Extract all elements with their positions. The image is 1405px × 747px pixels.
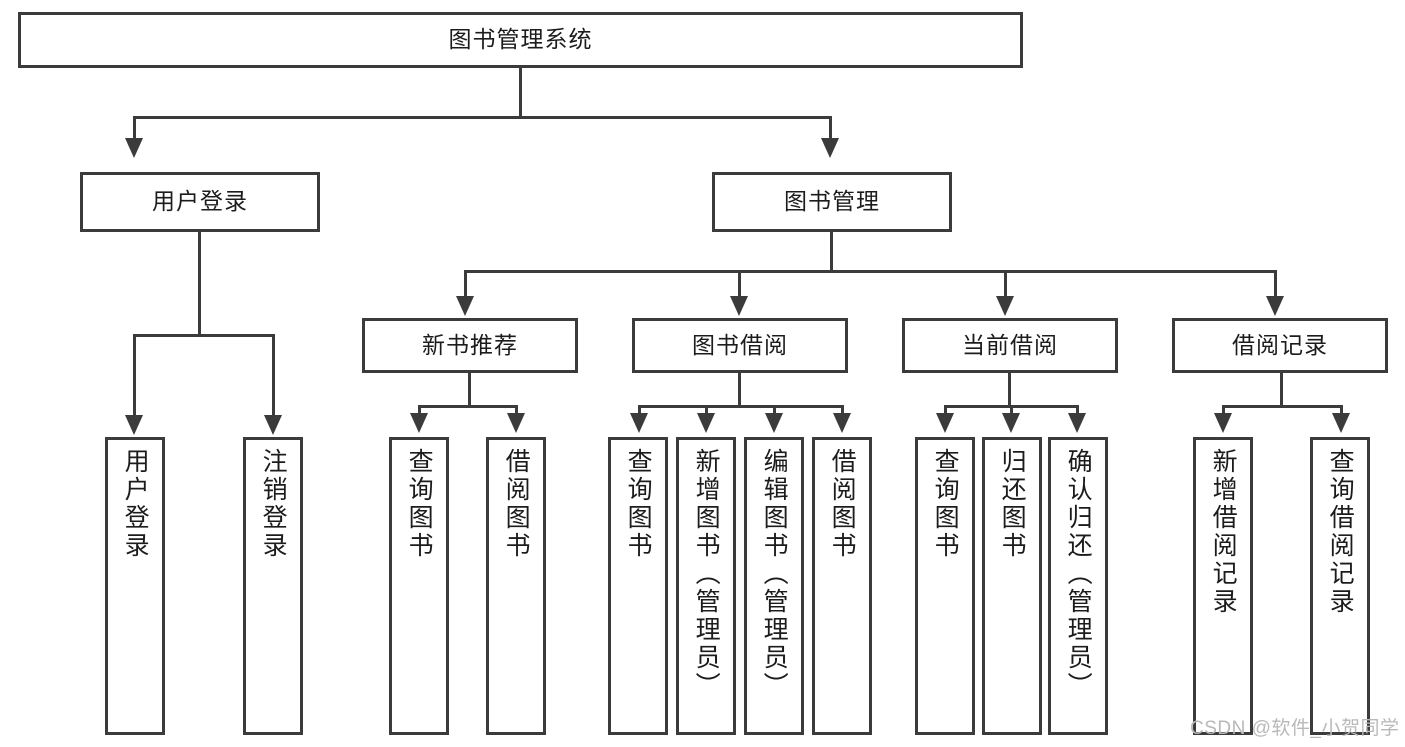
leaf-return-book[interactable]: 归还图书 bbox=[982, 437, 1042, 735]
watermark: CSDN @软件_小贺同学 bbox=[1190, 718, 1400, 739]
arrow-current-borrow-leaf-2 bbox=[1002, 413, 1020, 433]
node-current-borrow[interactable]: 当前借阅 bbox=[902, 318, 1118, 373]
leaf-borrow-book-1[interactable]: 借阅图书 bbox=[486, 437, 546, 735]
leaf-return-book-label: 归还图书 bbox=[998, 448, 1027, 560]
arrow-root-to-user-login bbox=[125, 138, 143, 158]
node-user-login[interactable]: 用户登录 bbox=[80, 172, 320, 232]
arrow-borrow-record-leaf-1 bbox=[1214, 413, 1232, 433]
connector-current-borrow-branch-1 bbox=[944, 405, 947, 415]
leaf-query-book-2[interactable]: 查询图书 bbox=[608, 437, 668, 735]
node-book-manage[interactable]: 图书管理 bbox=[712, 172, 952, 232]
connector-book-borrow-stem bbox=[738, 373, 741, 405]
connector-root-to-book-manage bbox=[829, 116, 832, 140]
connector-book-borrow-bus bbox=[638, 405, 844, 408]
leaf-user-login-label: 用户登录 bbox=[121, 448, 150, 560]
connector-new-book-recommend-bus bbox=[418, 405, 518, 408]
leaf-query-book-3-label: 查询图书 bbox=[931, 448, 960, 560]
leaf-edit-book[interactable]: 编辑图书（管理员） bbox=[744, 437, 804, 735]
leaf-user-login[interactable]: 用户登录 bbox=[105, 437, 165, 735]
connector-new-book-recommend-stem bbox=[468, 373, 471, 405]
leaf-add-book[interactable]: 新增图书（管理员） bbox=[676, 437, 736, 735]
arrow-root-to-book-manage bbox=[821, 138, 839, 158]
arrow-book-borrow-leaf-1 bbox=[630, 413, 648, 433]
leaf-add-record[interactable]: 新增借阅记录 bbox=[1193, 437, 1253, 735]
arrow-book-borrow-leaf-3 bbox=[765, 413, 783, 433]
connector-book-manage-branch-2 bbox=[738, 270, 741, 298]
arrow-book-manage-to-borrow-record bbox=[1266, 296, 1284, 316]
connector-current-borrow-branch-2 bbox=[1010, 405, 1013, 415]
arrow-book-manage-to-book-borrow bbox=[730, 296, 748, 316]
leaf-borrow-book-1-label: 借阅图书 bbox=[502, 448, 531, 560]
node-book-manage-label: 图书管理 bbox=[784, 188, 880, 215]
connector-user-login-branch-1 bbox=[133, 334, 136, 417]
arrow-book-manage-to-current-borrow bbox=[996, 296, 1014, 316]
leaf-query-book-1[interactable]: 查询图书 bbox=[389, 437, 449, 735]
leaf-query-record[interactable]: 查询借阅记录 bbox=[1310, 437, 1370, 735]
arrow-book-manage-to-new-book-recommend bbox=[456, 296, 474, 316]
leaf-query-record-label: 查询借阅记录 bbox=[1326, 448, 1355, 616]
leaf-add-record-label: 新增借阅记录 bbox=[1209, 448, 1238, 616]
node-book-borrow[interactable]: 图书借阅 bbox=[632, 318, 848, 373]
leaf-user-logout[interactable]: 注销登录 bbox=[243, 437, 303, 735]
connector-current-borrow-stem bbox=[1008, 373, 1011, 405]
connector-book-manage-bus bbox=[464, 270, 1277, 273]
leaf-user-logout-label: 注销登录 bbox=[259, 448, 288, 560]
connector-current-borrow-branch-3 bbox=[1076, 405, 1079, 415]
leaf-edit-book-label: 编辑图书（管理员） bbox=[760, 448, 789, 700]
connector-borrow-record-branch-2 bbox=[1340, 405, 1343, 415]
arrow-borrow-record-leaf-2 bbox=[1332, 413, 1350, 433]
connector-book-borrow-branch-3 bbox=[773, 405, 776, 415]
connector-root-stem bbox=[519, 68, 522, 116]
connector-book-manage-stem bbox=[830, 232, 833, 270]
leaf-add-book-label: 新增图书（管理员） bbox=[692, 448, 721, 700]
leaf-confirm-return[interactable]: 确认归还（管理员） bbox=[1048, 437, 1108, 735]
leaf-query-book-2-label: 查询图书 bbox=[624, 448, 653, 560]
arrow-book-borrow-leaf-4 bbox=[833, 413, 851, 433]
node-new-book-recommend-label: 新书推荐 bbox=[422, 331, 518, 358]
node-current-borrow-label: 当前借阅 bbox=[962, 331, 1058, 358]
arrow-user-login-leaf-1 bbox=[125, 415, 143, 435]
arrow-current-borrow-leaf-3 bbox=[1068, 413, 1086, 433]
arrow-user-login-leaf-2 bbox=[264, 415, 282, 435]
connector-borrow-record-branch-1 bbox=[1222, 405, 1225, 415]
connector-root-to-user-login bbox=[133, 116, 136, 140]
leaf-borrow-book-2-label: 借阅图书 bbox=[828, 448, 857, 560]
leaf-query-book-3[interactable]: 查询图书 bbox=[915, 437, 975, 735]
arrow-book-borrow-leaf-2 bbox=[697, 413, 715, 433]
leaf-query-book-1-label: 查询图书 bbox=[405, 448, 434, 560]
connector-book-manage-branch-3 bbox=[1004, 270, 1007, 298]
connector-borrow-record-bus bbox=[1222, 405, 1343, 408]
connector-new-book-recommend-branch-1 bbox=[418, 405, 421, 415]
leaf-borrow-book-2[interactable]: 借阅图书 bbox=[812, 437, 872, 735]
node-new-book-recommend[interactable]: 新书推荐 bbox=[362, 318, 578, 373]
arrow-new-book-recommend-leaf-1 bbox=[410, 413, 428, 433]
connector-book-manage-branch-1 bbox=[464, 270, 467, 298]
connector-new-book-recommend-branch-2 bbox=[515, 405, 518, 415]
connector-book-borrow-branch-4 bbox=[841, 405, 844, 415]
arrow-current-borrow-leaf-1 bbox=[936, 413, 954, 433]
leaf-confirm-return-label: 确认归还（管理员） bbox=[1064, 448, 1093, 700]
connector-book-borrow-branch-1 bbox=[638, 405, 641, 415]
connector-book-borrow-branch-2 bbox=[705, 405, 708, 415]
connector-user-login-bus bbox=[133, 334, 275, 337]
node-borrow-record[interactable]: 借阅记录 bbox=[1172, 318, 1388, 373]
node-borrow-record-label: 借阅记录 bbox=[1232, 331, 1328, 358]
arrow-new-book-recommend-leaf-2 bbox=[507, 413, 525, 433]
node-root-label: 图书管理系统 bbox=[448, 26, 593, 53]
connector-user-login-stem bbox=[198, 232, 201, 334]
node-book-borrow-label: 图书借阅 bbox=[692, 331, 788, 358]
connector-root-bus bbox=[133, 116, 832, 119]
connector-user-login-branch-2 bbox=[272, 334, 275, 417]
connector-book-manage-branch-4 bbox=[1274, 270, 1277, 298]
node-root[interactable]: 图书管理系统 bbox=[18, 12, 1023, 68]
node-user-login-label: 用户登录 bbox=[152, 188, 248, 215]
connector-borrow-record-stem bbox=[1280, 373, 1283, 405]
